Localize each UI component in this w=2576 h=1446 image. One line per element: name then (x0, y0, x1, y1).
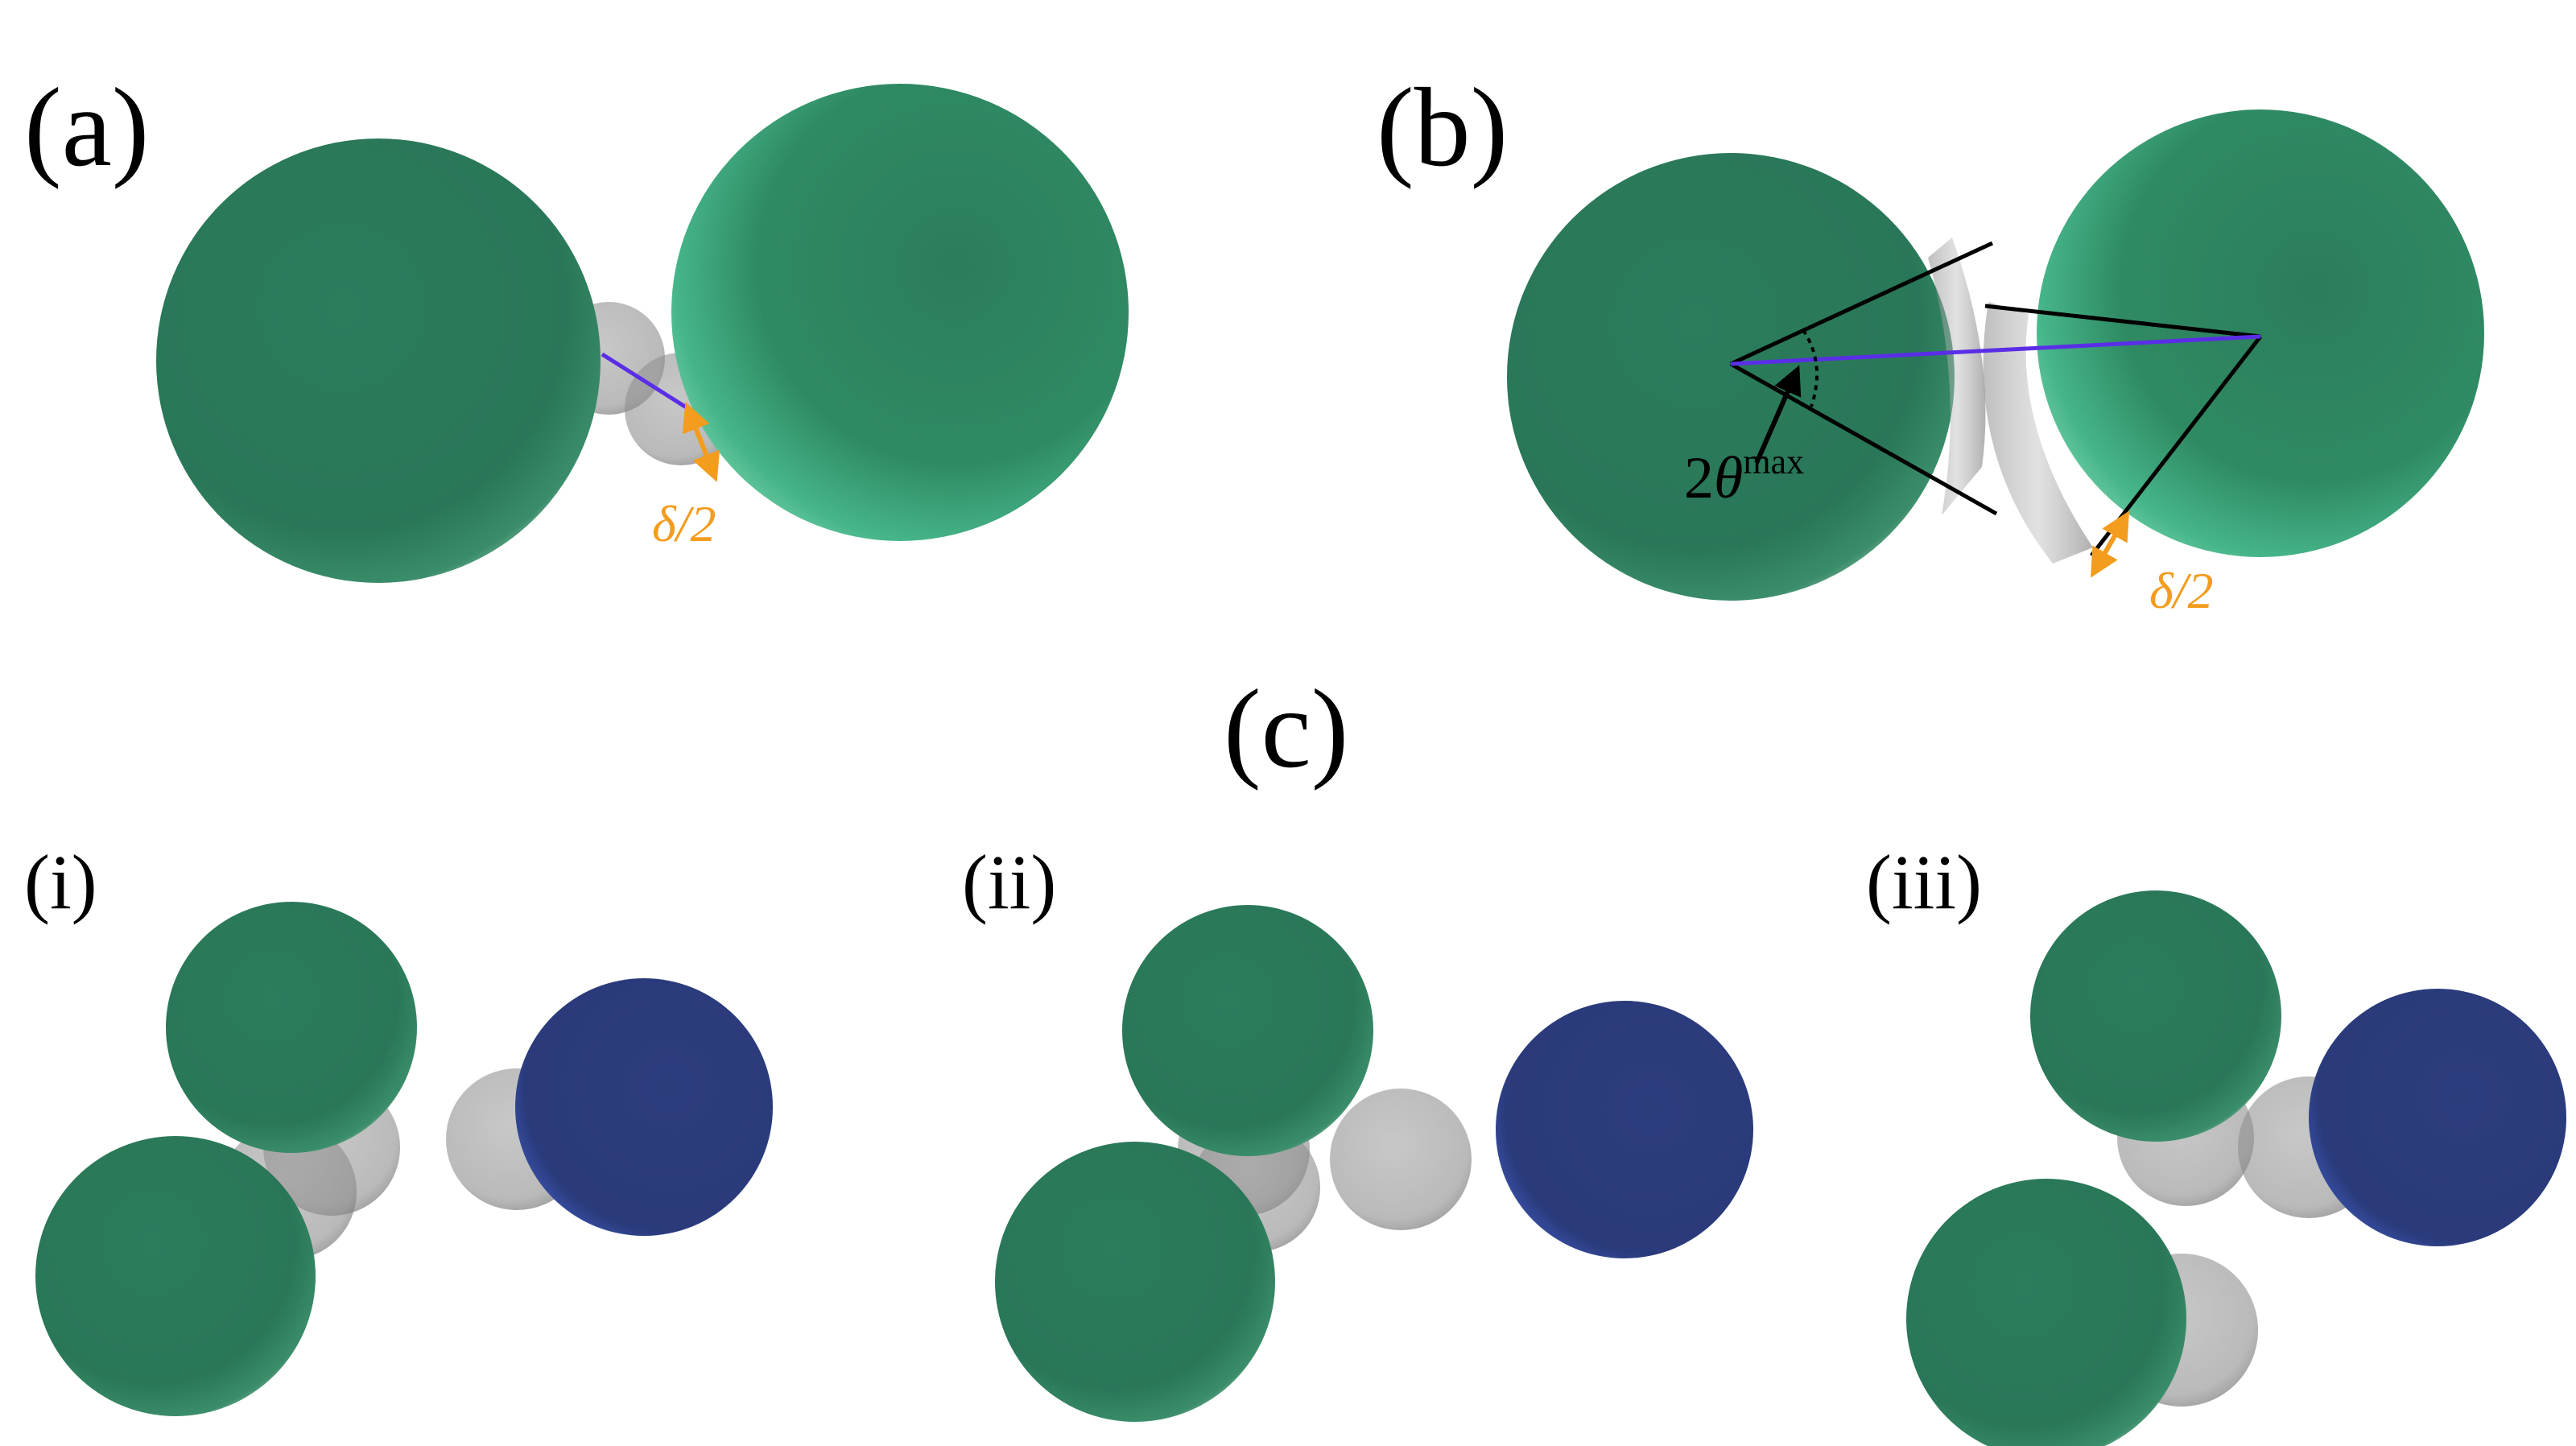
panel-b: (b) 2θmax δ/2 (1377, 65, 2484, 619)
particle-c-iii-green-bottom (1906, 1179, 2186, 1446)
panel-a: (a) δ/2 (24, 65, 1129, 583)
particle-c-ii-green-bottom (995, 1142, 1275, 1422)
delta-arrow-a (682, 402, 720, 482)
cone-line-b-right-upper (1984, 304, 2261, 339)
svg-text:2θmax: 2θmax (1684, 442, 1804, 511)
delta-arrow-b (2091, 510, 2129, 578)
bond-line-a (601, 352, 696, 415)
patch-cap-b-right (1983, 302, 2093, 564)
panel-c-ii-label: (ii) (962, 839, 1056, 925)
patch-c-ii-3 (1330, 1089, 1472, 1230)
panel-c-ii: (ii) (962, 839, 1753, 1422)
particle-c-ii-blue (1496, 1001, 1753, 1258)
particle-c-i-green-bottom (35, 1136, 316, 1416)
two-theta-coefficient: 2 (1684, 445, 1714, 511)
particle-b-right (2037, 109, 2484, 557)
delta-half-label-a: δ/2 (652, 495, 716, 552)
particle-c-ii-green-top (1122, 905, 1373, 1156)
particle-b-left (1507, 153, 1955, 601)
panel-c-i: (i) (24, 839, 773, 1416)
panel-a-label: (a) (24, 65, 149, 190)
angle-arrow-b (1754, 365, 1802, 465)
patch-cap-b-left (1928, 238, 1986, 515)
angle-arc-b (1802, 328, 1819, 407)
panel-c-iii-label: (iii) (1866, 839, 1982, 925)
particle-a-right (671, 84, 1129, 541)
particle-a-left (156, 138, 601, 583)
theta-symbol: θ (1714, 445, 1743, 511)
particle-c-iii-blue (2309, 989, 2566, 1246)
particle-c-i-green-top (166, 902, 417, 1153)
panel-c-iii: (iii) (1866, 839, 2566, 1446)
panel-c-i-label: (i) (24, 839, 97, 925)
particle-c-i-blue (515, 978, 773, 1236)
panel-b-label: (b) (1377, 65, 1508, 190)
bond-line-b (1730, 334, 2261, 366)
panel-c-label: (c) (1224, 667, 1348, 791)
max-superscript: max (1743, 442, 1804, 481)
cone-line-b-left-upper (1729, 241, 1994, 366)
delta-half-label-b: δ/2 (2149, 562, 2214, 619)
particle-c-iii-green-top (2030, 890, 2281, 1142)
